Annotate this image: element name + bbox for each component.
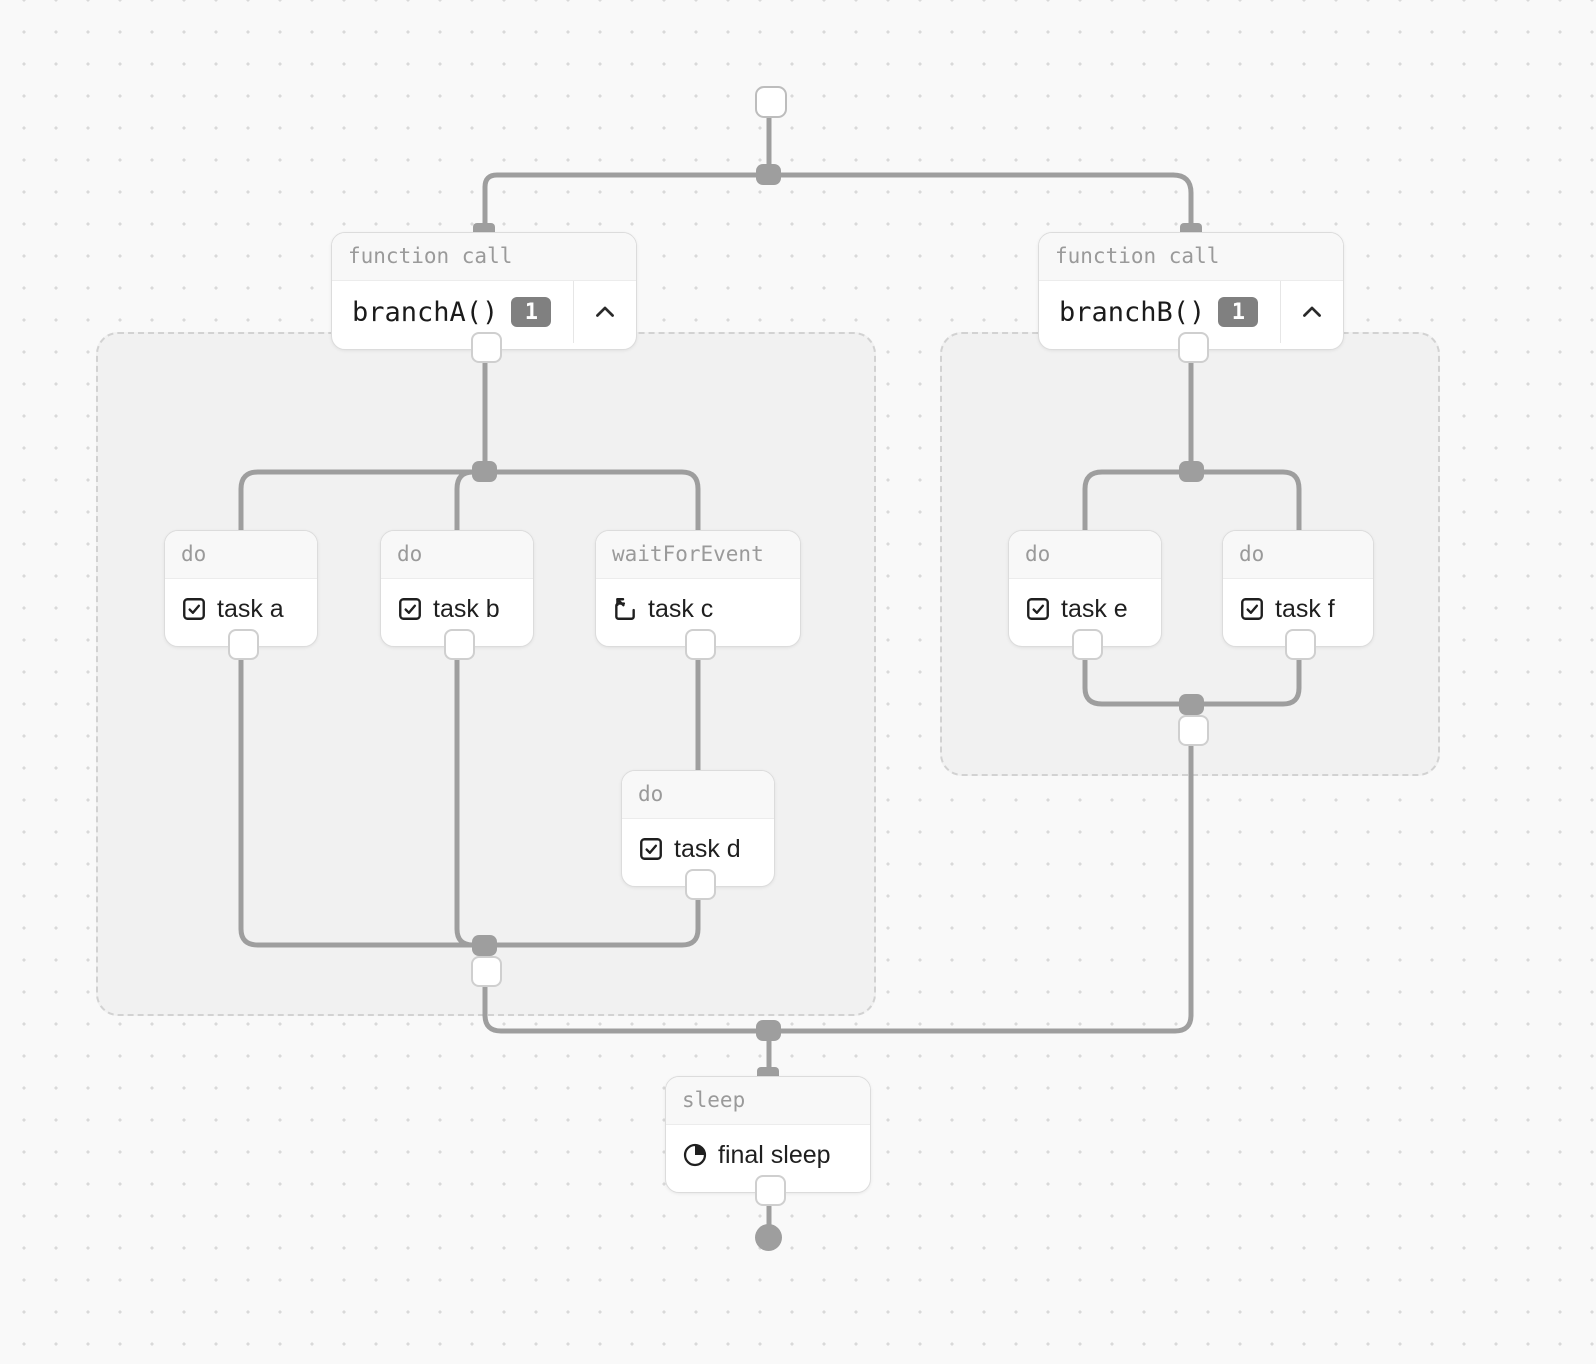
node-label-taskE: task e	[1061, 594, 1128, 623]
branchA-split-junction	[472, 461, 497, 482]
checkbox-checked-icon	[638, 836, 664, 862]
node-taskE[interactable]: do task e	[1008, 530, 1162, 660]
output-port-taskA[interactable]	[228, 629, 259, 660]
node-header-taskC: waitForEvent	[596, 531, 800, 579]
node-label-taskD: task d	[674, 834, 741, 863]
node-label-taskF: task f	[1275, 594, 1335, 623]
node-header-branchA: function call	[332, 233, 636, 281]
final-merge-junction	[756, 1020, 781, 1041]
top-split-junction	[756, 164, 781, 185]
chevron-up-icon[interactable]	[1280, 281, 1343, 343]
node-label-taskA: task a	[217, 594, 284, 623]
node-body-finalSleep: final sleep	[666, 1125, 870, 1185]
branchA-merge-port[interactable]	[471, 956, 502, 987]
checkbox-checked-icon	[397, 596, 423, 622]
output-port-taskB[interactable]	[444, 629, 475, 660]
edge-split-to-branchB-drop	[1170, 172, 1194, 233]
node-header-taskF: do	[1223, 531, 1373, 579]
flow-end-marker	[755, 1224, 782, 1251]
checkbox-checked-icon	[1025, 596, 1051, 622]
checkbox-checked-icon	[181, 596, 207, 622]
node-taskA[interactable]: do task a	[164, 530, 318, 660]
branchB-split-junction	[1179, 461, 1204, 482]
node-label-taskB: task b	[433, 594, 500, 623]
node-branchA[interactable]: function call branchA() 1	[331, 232, 637, 363]
node-header-taskD: do	[622, 771, 774, 819]
node-taskD[interactable]: do task d	[621, 770, 775, 900]
output-port-branchB[interactable]	[1178, 332, 1209, 363]
branchA-merge-junction	[472, 935, 497, 956]
node-taskC[interactable]: waitForEvent task c	[595, 530, 801, 660]
branchB-merge-junction	[1179, 694, 1204, 715]
branchB-merge-port[interactable]	[1178, 715, 1209, 746]
node-label-finalSleep: final sleep	[718, 1140, 831, 1169]
node-badge-branchA: 1	[511, 297, 552, 327]
node-badge-branchB: 1	[1218, 297, 1259, 327]
enter-box-icon	[612, 596, 638, 622]
output-port-finalSleep[interactable]	[755, 1175, 786, 1206]
chevron-up-icon[interactable]	[573, 281, 636, 343]
node-finalSleep[interactable]: sleep final sleep	[665, 1076, 871, 1206]
node-header-taskB: do	[381, 531, 533, 579]
output-port-taskC[interactable]	[685, 629, 716, 660]
output-port-taskD[interactable]	[685, 869, 716, 900]
node-header-branchB: function call	[1039, 233, 1343, 281]
edge-split-to-branchB	[482, 172, 772, 233]
checkbox-checked-icon	[1239, 596, 1265, 622]
node-header-finalSleep: sleep	[666, 1077, 870, 1125]
branchA-group[interactable]	[96, 332, 876, 1016]
node-body-taskD: task d	[622, 819, 774, 879]
node-taskB[interactable]: do task b	[380, 530, 534, 660]
node-label-branchB: branchB()	[1059, 296, 1206, 328]
node-header-taskA: do	[165, 531, 317, 579]
clock-icon	[682, 1142, 708, 1168]
output-port-branchA[interactable]	[471, 332, 502, 363]
node-taskF[interactable]: do task f	[1222, 530, 1374, 660]
node-label-taskC: task c	[648, 594, 714, 623]
node-label-branchA: branchA()	[352, 296, 499, 328]
node-body-taskE: task e	[1009, 579, 1161, 639]
flow-start-marker	[755, 86, 787, 118]
output-port-taskF[interactable]	[1285, 629, 1316, 660]
node-branchB[interactable]: function call branchB() 1	[1038, 232, 1344, 363]
node-body-taskA: task a	[165, 579, 317, 639]
output-port-taskE[interactable]	[1072, 629, 1103, 660]
node-header-taskE: do	[1009, 531, 1161, 579]
